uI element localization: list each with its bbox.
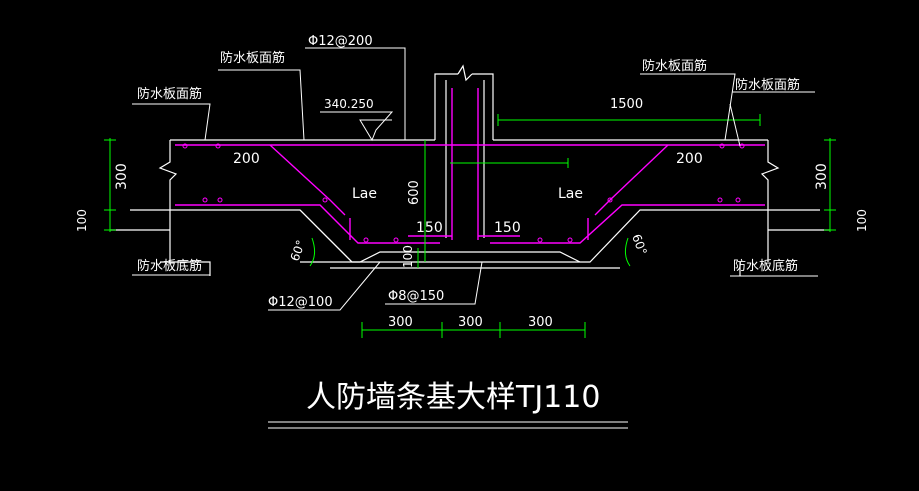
- label-rebar-top: Φ12@200: [308, 34, 373, 49]
- label-dim-200-right: 200: [676, 151, 703, 167]
- rebar-lines: [175, 88, 765, 244]
- label-elevation: 340.250: [324, 97, 374, 111]
- label-lae-right: Lae: [558, 186, 583, 202]
- dimension-lines: [104, 114, 836, 338]
- label-dim-150-left: 150: [416, 220, 443, 236]
- drawing-labels: 防水板面筋 Φ12@200 防水板面筋 340.250 防水板面筋 防水板面筋 …: [75, 34, 869, 415]
- label-bottom-bar-left: 防水板底筋: [137, 258, 202, 274]
- drawing-title: 人防墙条基大样TJ110: [306, 380, 600, 415]
- label-top-bar-far-left: 防水板面筋: [137, 86, 202, 102]
- rebar-dots: [182, 143, 745, 243]
- concrete-outline: [110, 64, 830, 276]
- label-angle-right: 60°: [629, 232, 649, 257]
- diag-right: [594, 144, 669, 216]
- label-dim-300-right: 300: [814, 163, 830, 190]
- diag-left: [269, 144, 346, 216]
- label-dim-100-left: 100: [75, 209, 89, 232]
- label-dim-150-right: 150: [494, 220, 521, 236]
- label-dim-600: 600: [407, 180, 422, 205]
- label-top-bar-left: 防水板面筋: [220, 50, 285, 66]
- label-rebar-bottom: Φ12@100: [268, 295, 333, 310]
- leader-lines: [132, 47, 818, 429]
- label-dim-100-center: 100: [401, 245, 415, 268]
- label-dim-bottom-2: 300: [458, 315, 483, 330]
- label-dim-300-left: 300: [114, 163, 130, 190]
- label-angle-left: 60°: [288, 238, 308, 263]
- label-dim-bottom-1: 300: [388, 315, 413, 330]
- label-dim-1500: 1500: [610, 97, 643, 112]
- label-top-bar-far-right: 防水板面筋: [735, 77, 800, 93]
- label-dim-bottom-3: 300: [528, 315, 553, 330]
- label-dim-100-right: 100: [855, 209, 869, 232]
- bottom-rebar: [175, 204, 765, 244]
- label-lae-left: Lae: [352, 186, 377, 202]
- label-bottom-bar-right: 防水板底筋: [733, 258, 798, 274]
- label-stirrup: Φ8@150: [388, 289, 444, 304]
- label-top-bar-right: 防水板面筋: [642, 58, 707, 74]
- label-dim-200-left: 200: [233, 151, 260, 167]
